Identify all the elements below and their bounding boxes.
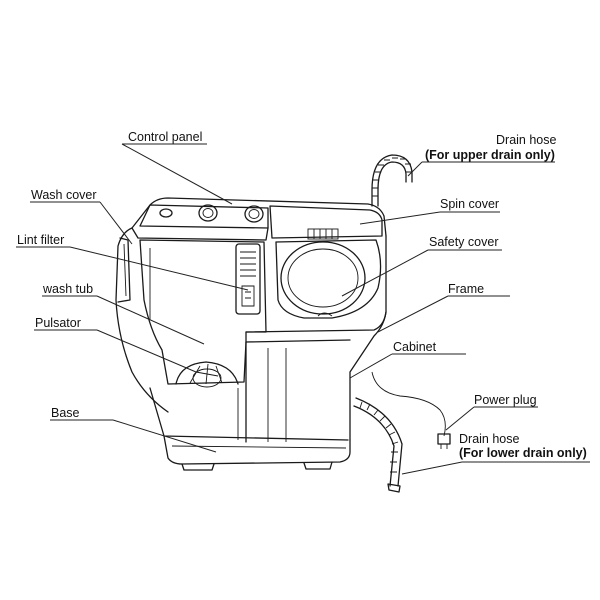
wash-cover-shape xyxy=(118,228,268,302)
label-cabinet: Cabinet xyxy=(393,340,436,354)
label-spin-cover: Spin cover xyxy=(440,197,499,211)
leader-lines xyxy=(16,144,590,474)
label-power-plug: Power plug xyxy=(474,393,537,407)
lint-filter-shape xyxy=(236,244,260,314)
upper-drain-hose-shape xyxy=(372,155,412,206)
label-safety-cover: Safety cover xyxy=(429,235,498,249)
lower-drain-hose-shape xyxy=(354,398,402,492)
label-frame: Frame xyxy=(448,282,484,296)
label-wash-cover: Wash cover xyxy=(31,188,97,202)
control-panel-shape xyxy=(140,205,268,228)
label-wash-tub: wash tub xyxy=(43,282,93,296)
frame-outline xyxy=(246,312,386,342)
label-drain-hose-lower-note: (For lower drain only) xyxy=(459,446,587,460)
label-control-panel: Control panel xyxy=(128,130,202,144)
label-drain-hose-upper-note: (For upper drain only) xyxy=(425,148,555,162)
label-base: Base xyxy=(51,406,80,420)
spin-cover-shape xyxy=(270,206,382,239)
power-plug-shape xyxy=(372,372,450,449)
label-pulsator: Pulsator xyxy=(35,316,81,330)
safety-cover-shape xyxy=(276,240,381,318)
label-drain-hose-upper: Drain hose xyxy=(496,133,556,147)
label-drain-hose-lower: Drain hose xyxy=(459,432,519,446)
label-lint-filter: Lint filter xyxy=(17,233,64,247)
